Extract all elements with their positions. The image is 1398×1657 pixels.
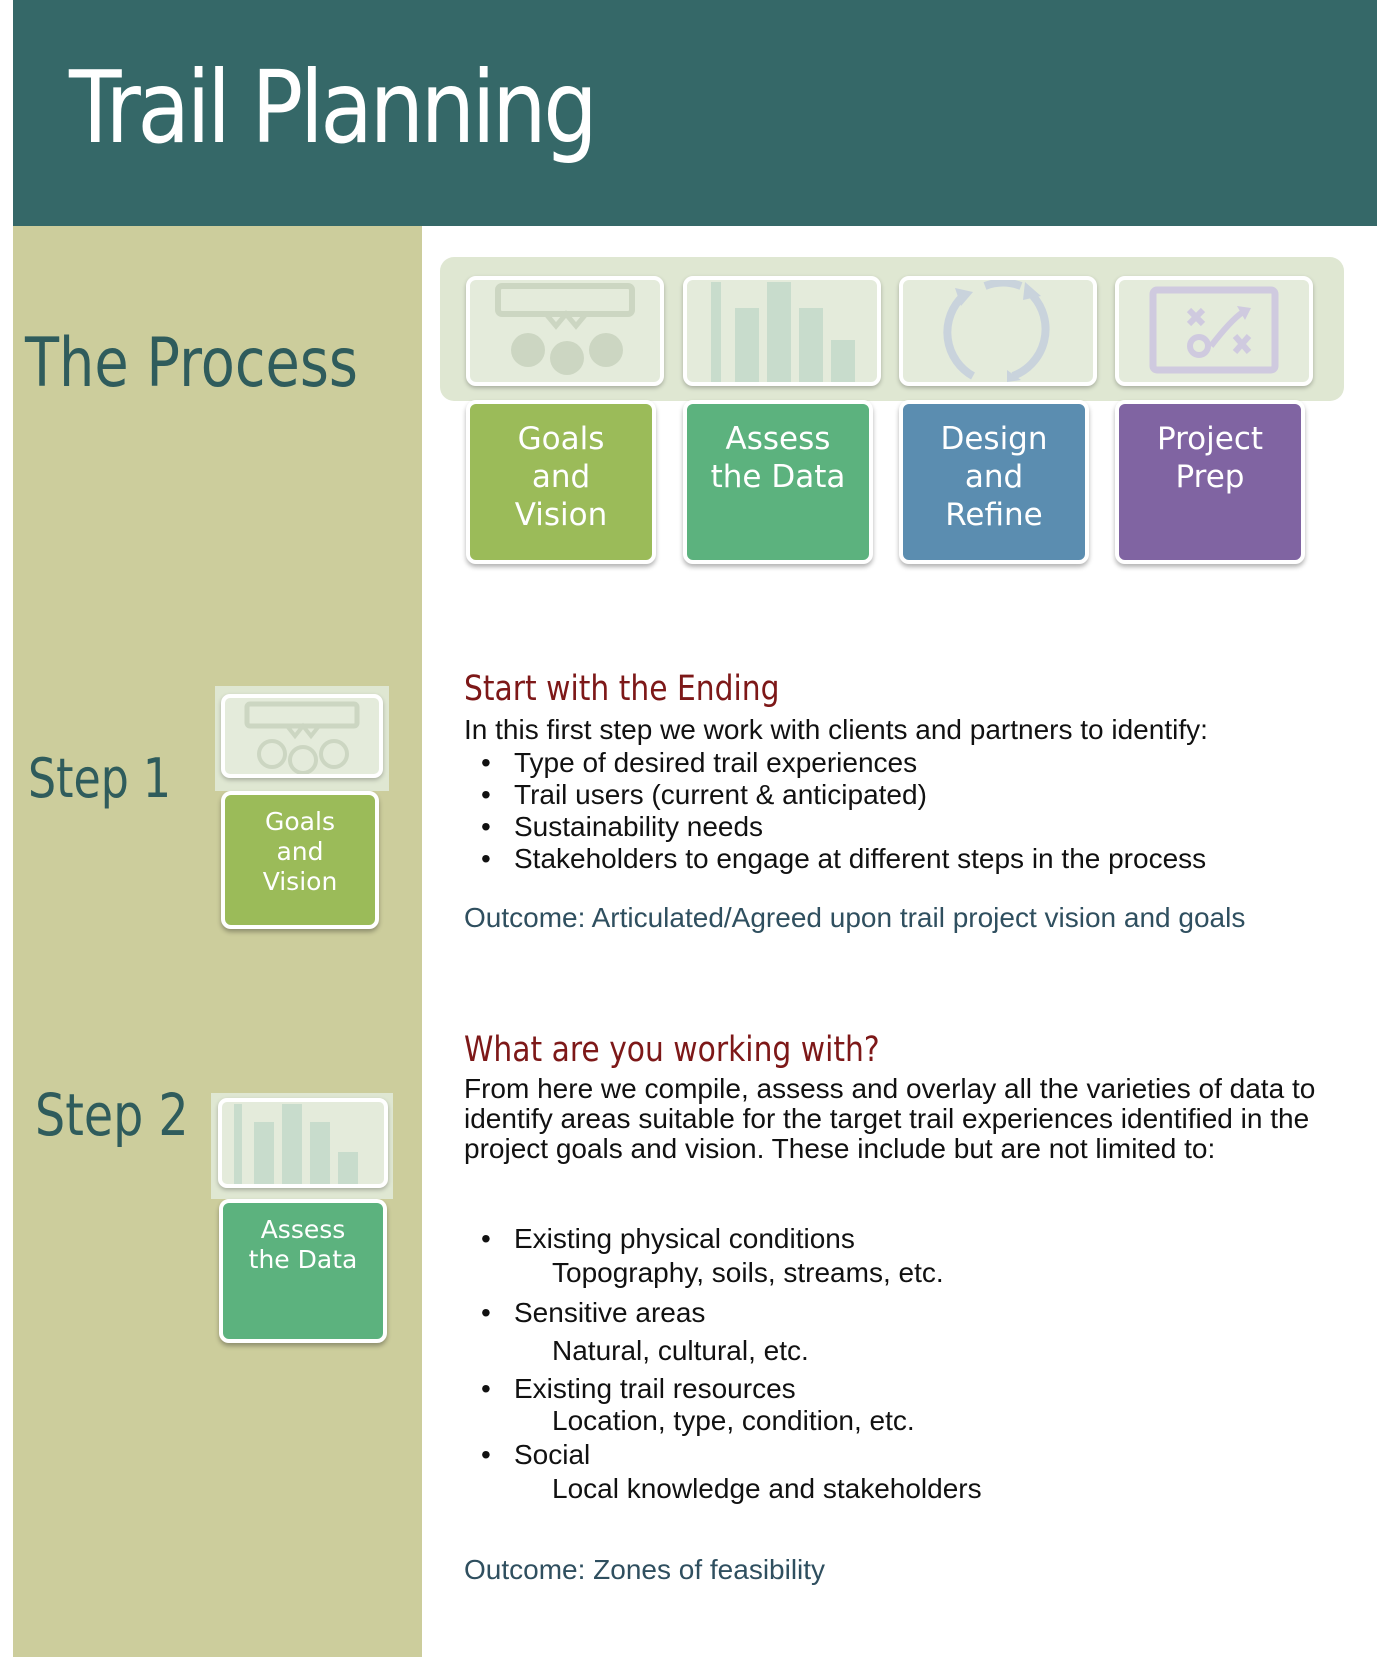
card-line: Refine: [945, 497, 1043, 533]
step-2-label: Step 2: [35, 1081, 189, 1149]
step-2-intro: From here we compile, assess and overlay…: [464, 1074, 1315, 1164]
left-sidebar: [13, 226, 422, 1657]
intro-line: From here we compile, assess and overlay…: [464, 1073, 1316, 1104]
bar-chart-icon: [218, 1098, 388, 1188]
list-item: Trail users (current & anticipated): [464, 779, 1206, 811]
list-item-label: Existing trail resources: [514, 1373, 796, 1404]
card-line: Project: [1156, 421, 1264, 457]
page-title: Trail Planning: [69, 49, 598, 166]
discussion-icon: [221, 694, 383, 778]
card-line: Goals: [517, 421, 605, 457]
card-line: and: [531, 459, 591, 495]
card-line: Design: [940, 421, 1048, 457]
process-card-goals-label: Goals and Vision: [466, 400, 656, 564]
list-item-label: Existing physical conditions: [514, 1223, 855, 1254]
card-line: Vision: [514, 497, 608, 533]
list-item-label: Social: [514, 1439, 591, 1470]
card-line: the Data: [248, 1245, 358, 1274]
step-2-bullet-list: • Existing physical conditions Topograph…: [464, 1222, 982, 1506]
step-1-intro: In this first step we work with clients …: [464, 714, 1208, 745]
card-line: Vision: [262, 867, 338, 896]
page-header: Trail Planning: [13, 0, 1377, 226]
list-item-detail: Location, type, condition, etc.: [552, 1405, 915, 1436]
card-line: Assess: [260, 1215, 346, 1244]
process-card-prep-label: Project Prep: [1115, 400, 1305, 564]
list-item: Type of desired trail experiences: [464, 747, 1206, 779]
intro-line: project goals and vision. These include …: [464, 1133, 1216, 1164]
card-line: Goals: [265, 807, 335, 836]
step-1-bullet-list: Type of desired trail experiences Trail …: [464, 747, 1206, 875]
bar-chart-icon: [683, 276, 881, 386]
list-item: • Existing trail resources Location, typ…: [464, 1372, 982, 1438]
step-2-outcome: Outcome: Zones of feasibility: [464, 1554, 826, 1585]
step-2-card-label: Assess the Data: [219, 1199, 387, 1343]
cycle-arrows-icon: [899, 276, 1097, 386]
list-item-detail: Natural, cultural, etc.: [552, 1335, 809, 1366]
list-item-detail: Topography, soils, streams, etc.: [552, 1257, 944, 1288]
intro-line: identify areas suitable for the target t…: [464, 1103, 1310, 1134]
list-item: Stakeholders to engage at different step…: [464, 843, 1206, 875]
step-1-label: Step 1: [28, 747, 172, 810]
step-2-title: What are you working with?: [464, 1030, 880, 1070]
card-line: Prep: [1175, 459, 1245, 495]
strategy-board-icon: [1115, 276, 1313, 386]
process-heading: The Process: [25, 324, 358, 403]
card-line: and: [964, 459, 1024, 495]
card-line: the Data: [710, 459, 846, 495]
step-1-title: Start with the Ending: [464, 669, 780, 709]
list-item: Sustainability needs: [464, 811, 1206, 843]
step-1-outcome: Outcome: Articulated/Agreed upon trail p…: [464, 902, 1246, 933]
process-card-design-label: Design and Refine: [899, 400, 1089, 564]
list-item: • Existing physical conditions Topograph…: [464, 1222, 982, 1290]
list-item-label: Sensitive areas: [514, 1297, 706, 1328]
step-1-card-label: Goals and Vision: [221, 791, 379, 929]
card-line: Assess: [725, 421, 831, 457]
discussion-icon: [466, 276, 664, 386]
card-line: and: [276, 837, 324, 866]
list-item: • Sensitive areas Natural, cultural, etc…: [464, 1296, 982, 1368]
list-item-detail: Local knowledge and stakeholders: [552, 1473, 982, 1504]
process-card-assess-label: Assess the Data: [683, 400, 873, 564]
list-item: • Social Local knowledge and stakeholder…: [481, 1439, 982, 1504]
